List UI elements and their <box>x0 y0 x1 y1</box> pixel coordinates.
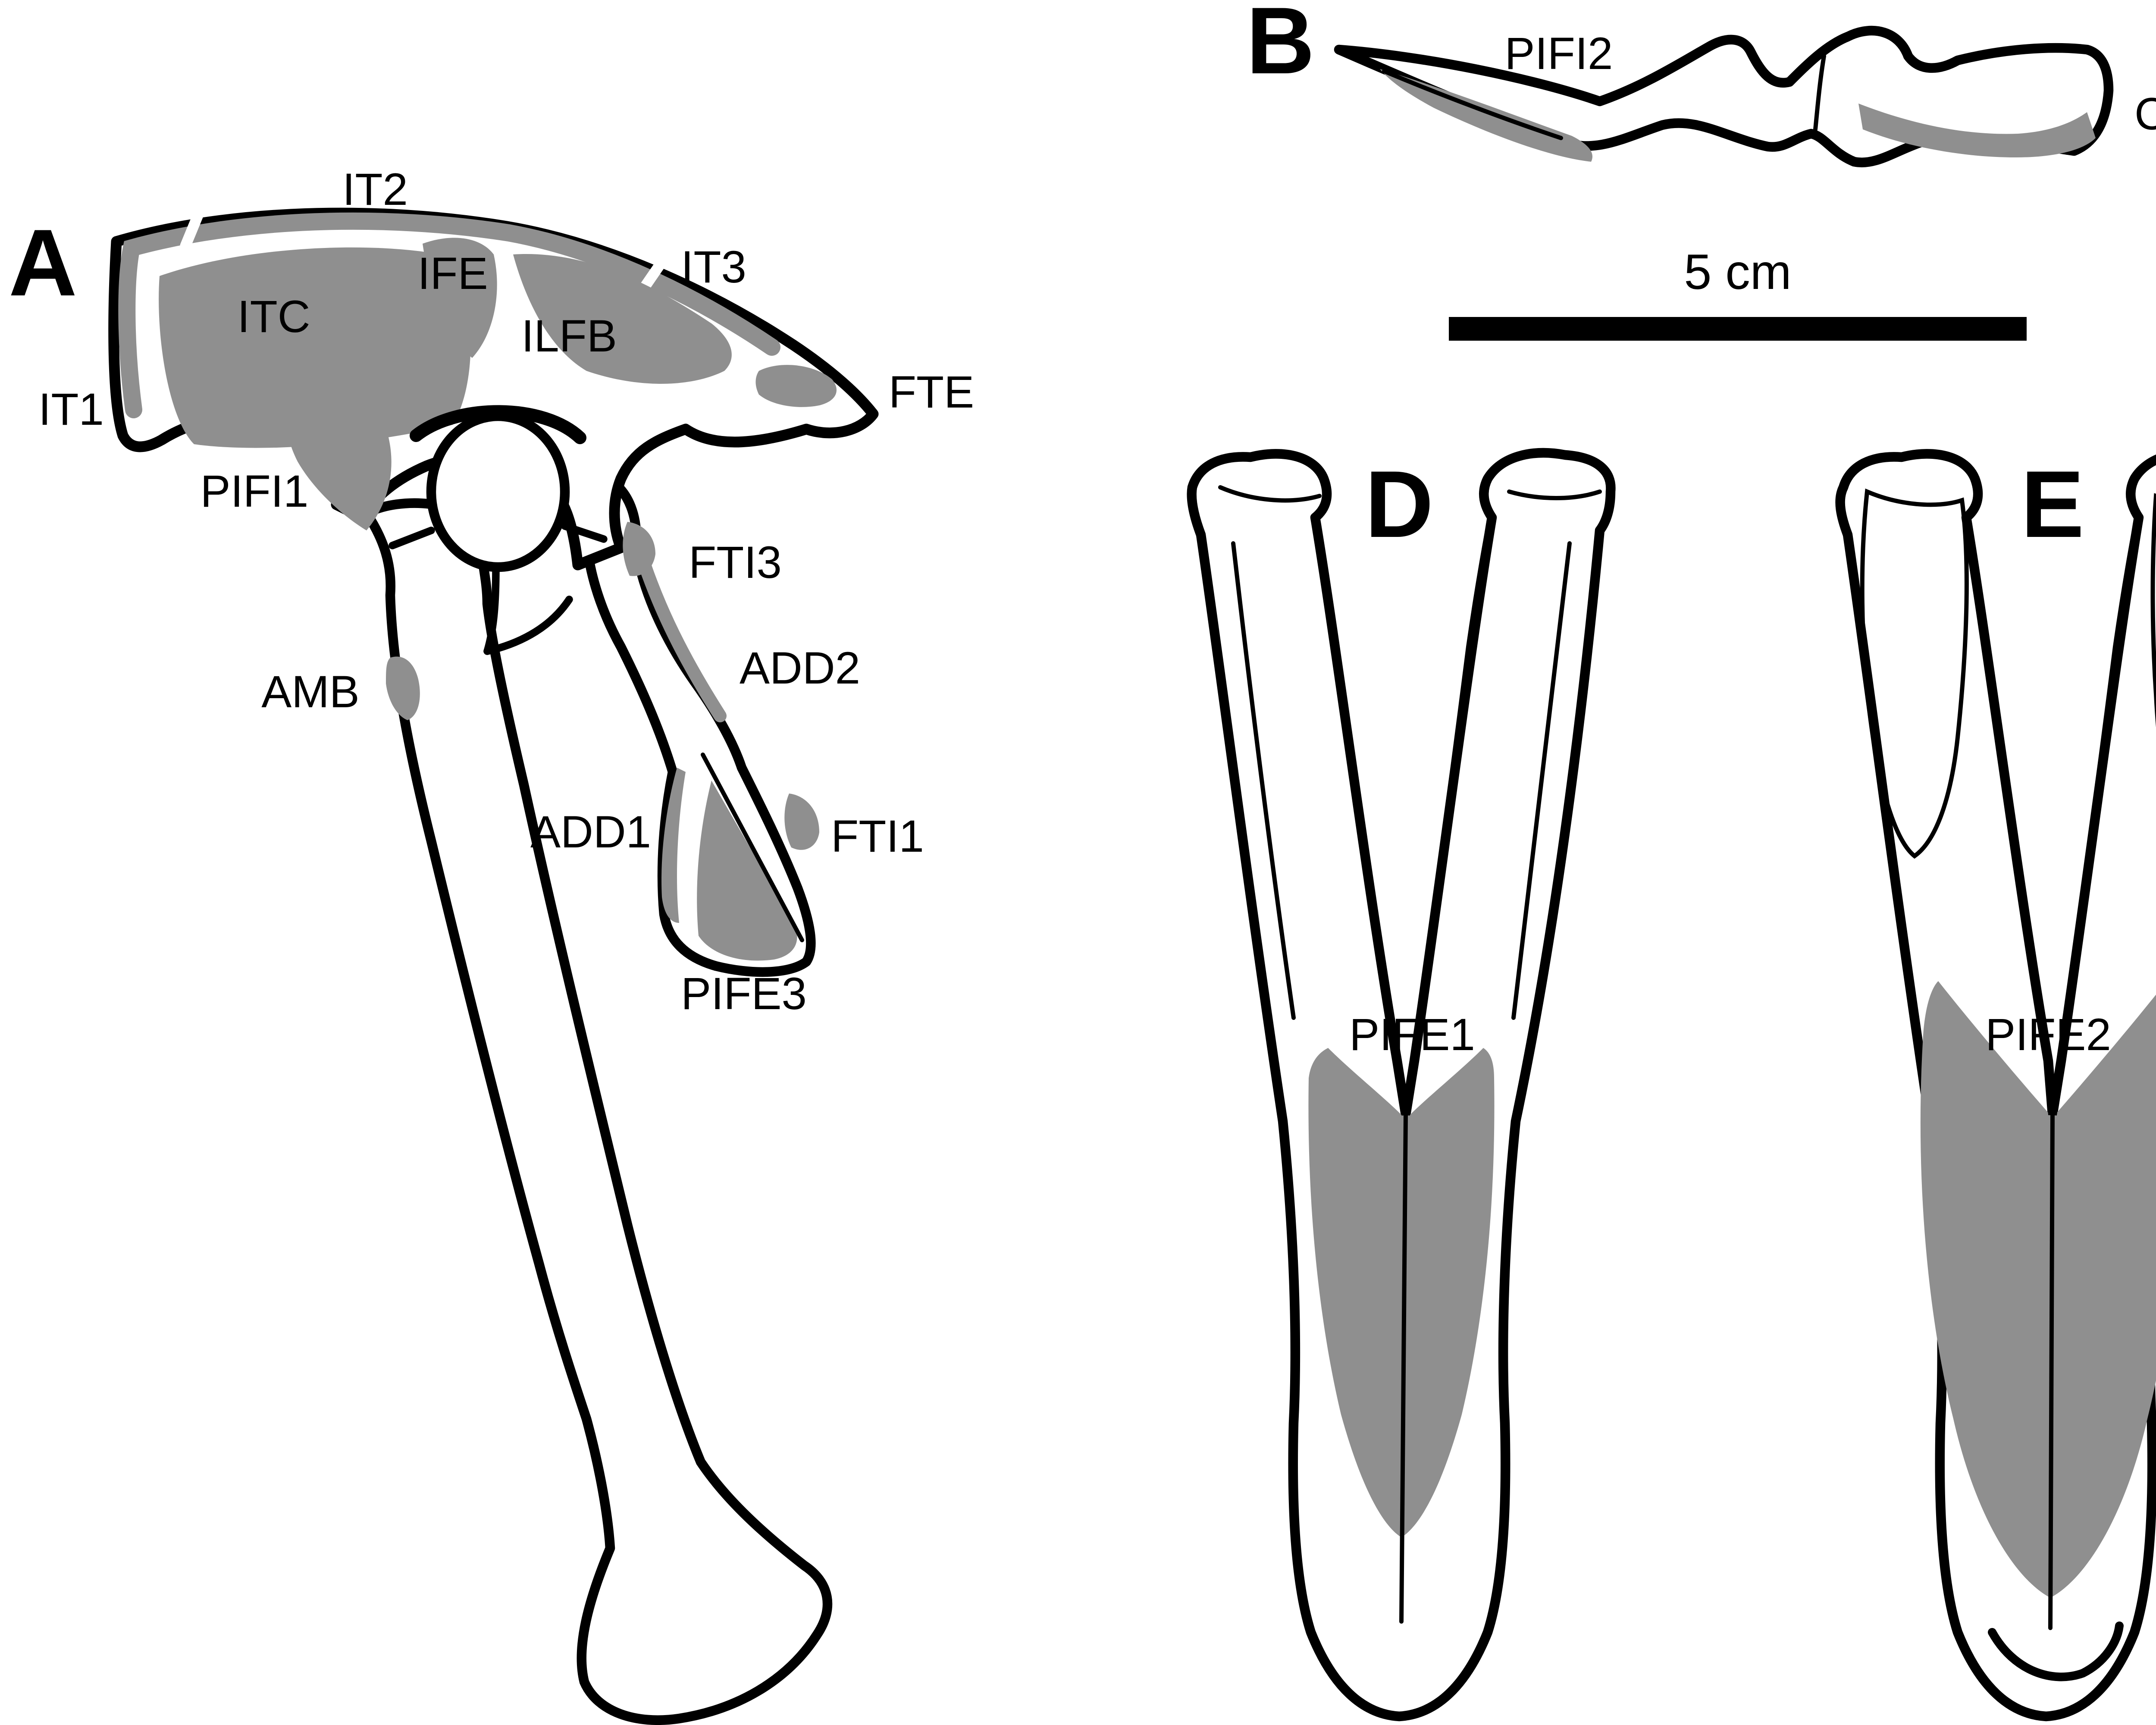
label-a-amb: AMB <box>261 667 360 717</box>
label-a-add2: ADD2 <box>740 643 860 693</box>
blade-edge-line-b <box>1382 69 1563 140</box>
scale-bar-rule <box>1449 317 2027 341</box>
left-cap-arc-d <box>1218 485 1322 503</box>
right-cap-loop-e <box>2150 493 2156 727</box>
acetabulum-a <box>426 411 570 572</box>
prong-inner-edges-d <box>1311 513 1496 1116</box>
label-a-it1: IT1 <box>38 384 104 435</box>
pife3-ridge-line <box>701 753 804 942</box>
pife3-scar-main <box>697 781 797 961</box>
left-cap-loop-e <box>1860 488 1969 859</box>
prong-inner-edges-e <box>1962 513 2143 1116</box>
label-a-it2: IT2 <box>342 164 408 215</box>
panel-e <box>1835 449 2156 1722</box>
scale-bar: 5 cm <box>1449 245 2027 341</box>
panel-letter-d: D <box>1365 451 1434 557</box>
labels-layer: A B C D E IT2 ITC IFE ILFB IT3 FTE IT1 P… <box>9 0 2156 1060</box>
fte-scar <box>755 365 837 407</box>
label-a-fte: FTE <box>889 367 974 417</box>
itc-scar <box>159 247 471 448</box>
pife1-scar-d <box>1308 1048 1495 1537</box>
amb-scar <box>386 656 420 720</box>
crease-line-b <box>1813 54 1826 132</box>
label-d-pife1: PIFE1 <box>1349 1010 1475 1060</box>
suture-a-ischial <box>561 522 608 543</box>
crest-scar-divider-left <box>180 204 206 251</box>
label-a-ife: IFE <box>417 248 488 299</box>
label-a-pife3: PIFE3 <box>681 969 807 1019</box>
right-cap-arc-d <box>1507 489 1602 500</box>
label-a-add1: ADD1 <box>530 807 651 857</box>
label-a-it3: IT3 <box>681 242 746 292</box>
cfb-scar-b <box>1858 104 2096 157</box>
panel-letter-b: B <box>1246 0 1315 94</box>
add2-scar-a <box>638 558 727 722</box>
right-ridge-line-d <box>1511 541 1572 1020</box>
panel-d <box>1187 448 1616 1722</box>
label-a-itc: ITC <box>237 292 310 342</box>
ilfb-scar <box>513 254 732 384</box>
suture-a-ventral <box>483 563 500 655</box>
panel-letter-e: E <box>2021 451 2084 557</box>
panel-letter-a: A <box>9 210 77 316</box>
fti1-scar <box>784 794 819 850</box>
panel-a <box>108 204 879 1725</box>
midline-d <box>1399 1113 1408 1624</box>
ife-scar <box>423 238 497 358</box>
label-a-fti1: FTI1 <box>831 811 924 862</box>
label-a-fti3: FTI3 <box>689 537 782 588</box>
scale-bar-label: 5 cm <box>1684 245 1791 300</box>
label-b-pifi2: PIFI2 <box>1505 28 1613 79</box>
label-b-cfb: CFB <box>2134 89 2156 139</box>
pife3-scar-sliver <box>661 768 686 923</box>
left-ridge-line-d <box>1231 541 1296 1020</box>
pifi1-scar <box>288 421 392 530</box>
label-a-pifi1: PIFI1 <box>201 466 309 517</box>
midline-e <box>2048 1113 2055 1630</box>
panel-b <box>1334 25 2114 167</box>
distal-cup-arc-e <box>1988 1622 2124 1681</box>
pife2-scar-e <box>1920 981 2156 1598</box>
label-e-pife2: PIFE2 <box>1985 1010 2111 1060</box>
label-a-ilfb: ILFB <box>521 311 617 361</box>
suture-a-obturator <box>483 596 573 655</box>
pubis-bone-a <box>361 498 833 1725</box>
suture-a-pubic <box>389 527 435 549</box>
